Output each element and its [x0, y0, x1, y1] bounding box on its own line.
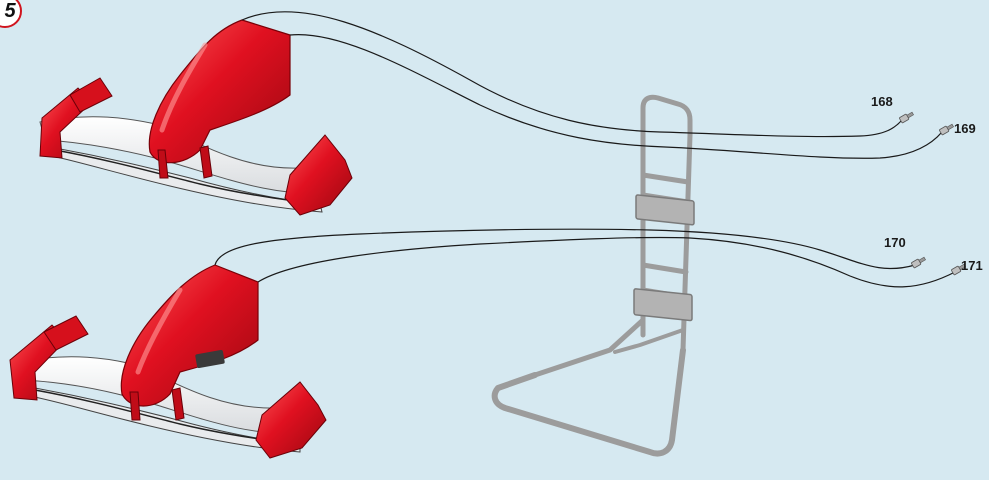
upper-nose-cone — [149, 20, 290, 163]
stand-top-loop — [643, 97, 690, 135]
upper-right-endplate — [285, 135, 352, 215]
callout-label: 171 — [961, 258, 983, 273]
screw-icon — [939, 123, 954, 135]
stand-upper-clamp — [636, 195, 694, 225]
lower-front-wing-assembly — [10, 265, 326, 458]
wire-168 — [242, 12, 902, 137]
callout-label: 168 — [871, 94, 893, 109]
screw-icon — [911, 256, 926, 268]
step-number: 5 — [4, 0, 15, 23]
callout-label: 170 — [884, 235, 906, 250]
wire-170 — [215, 229, 915, 268]
display-stand — [495, 97, 694, 453]
lower-pylon-left — [130, 392, 140, 420]
wire-171 — [258, 237, 955, 286]
wire-169 — [290, 35, 942, 159]
stand-rung — [643, 265, 686, 272]
upper-front-wing-assembly — [40, 20, 352, 215]
callout-label: 169 — [954, 121, 976, 136]
stand-lower-clamp — [634, 289, 692, 321]
screw-icon — [899, 111, 914, 123]
lower-right-endplate — [256, 382, 326, 458]
lower-nose-cone — [121, 265, 258, 406]
stand-rung — [643, 175, 688, 182]
stand-base — [495, 350, 683, 454]
